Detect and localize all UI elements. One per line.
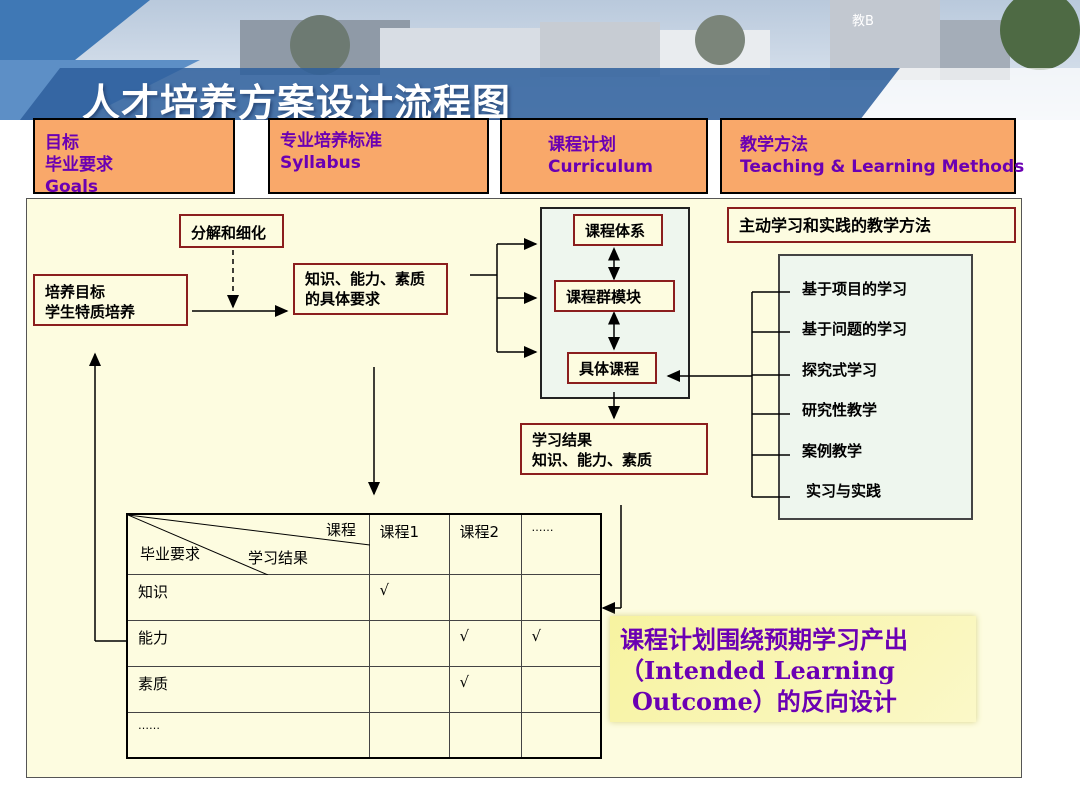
table-cell xyxy=(521,666,601,712)
table-cell: √ xyxy=(449,620,521,666)
methods-title-label: 主动学习和实践的教学方法 xyxy=(739,216,931,235)
table-row: …… xyxy=(127,712,601,758)
row-label: …… xyxy=(127,712,369,758)
callout-line1: 课程计划围绕预期学习产出 xyxy=(620,624,976,655)
learning-outcomes-box: 学习结果 知识、能力、素质 xyxy=(520,423,708,475)
training-goal-label: 培养目标 xyxy=(45,282,186,302)
row-label: 能力 xyxy=(127,620,369,666)
col-header-course1: 课程1 xyxy=(369,514,449,574)
requirements-box: 知识、能力、素质 的具体要求 xyxy=(293,263,448,315)
callout-line2: （Intended Learning xyxy=(620,655,976,686)
col-header-course2: 课程2 xyxy=(449,514,521,574)
method-item: 探究式学习 xyxy=(802,359,877,380)
table-cell xyxy=(449,712,521,758)
course-system-label: 课程体系 xyxy=(585,222,645,240)
method-item: 基于项目的学习 xyxy=(802,278,907,299)
table-row: 素质 √ xyxy=(127,666,601,712)
course-module-box: 课程群模块 xyxy=(554,280,675,312)
callout-line3: Outcome）的反向设计 xyxy=(620,686,976,717)
table-cell: √ xyxy=(521,620,601,666)
outcome-matrix-table: 课程 毕业要求 学习结果 课程1 课程2 …… 知识 √ 能力 √ √ 素质 √… xyxy=(126,513,602,759)
row-label: 素质 xyxy=(127,666,369,712)
table-cell xyxy=(369,712,449,758)
corner-outcome-label: 学习结果 xyxy=(248,547,308,568)
decompose-label: 分解和细化 xyxy=(191,224,266,242)
table-cell xyxy=(449,574,521,620)
requirements-line1: 知识、能力、素质 xyxy=(305,269,446,289)
specific-course-box: 具体课程 xyxy=(567,352,657,384)
table-row: 知识 √ xyxy=(127,574,601,620)
corner-req-label: 毕业要求 xyxy=(140,543,200,564)
table-header-row: 课程 毕业要求 学习结果 课程1 课程2 …… xyxy=(127,514,601,574)
corner-course-label: 课程 xyxy=(326,519,356,540)
method-item: 基于问题的学习 xyxy=(802,318,907,339)
col-header-more: …… xyxy=(521,514,601,574)
table-cell xyxy=(521,712,601,758)
learning-outcomes-label: 学习结果 xyxy=(532,430,706,450)
table-cell xyxy=(369,620,449,666)
specific-course-label: 具体课程 xyxy=(579,360,639,378)
method-item: 案例教学 xyxy=(802,440,862,461)
decompose-box: 分解和细化 xyxy=(179,214,284,248)
course-module-label: 课程群模块 xyxy=(566,288,641,306)
method-item: 实习与实践 xyxy=(806,480,881,501)
table-cell: √ xyxy=(369,574,449,620)
table-cell xyxy=(369,666,449,712)
table-row: 能力 √ √ xyxy=(127,620,601,666)
row-label: 知识 xyxy=(127,574,369,620)
table-cell: √ xyxy=(449,666,521,712)
table-cell xyxy=(521,574,601,620)
course-system-box: 课程体系 xyxy=(573,214,663,246)
training-goal-box: 培养目标 学生特质培养 xyxy=(33,274,188,326)
method-item: 研究性教学 xyxy=(802,399,877,420)
matrix-corner-cell: 课程 毕业要求 学习结果 xyxy=(127,514,369,574)
student-traits-label: 学生特质培养 xyxy=(45,302,186,322)
outcomes-detail-label: 知识、能力、素质 xyxy=(532,450,706,470)
reverse-design-callout: 课程计划围绕预期学习产出 （Intended Learning Outcome）… xyxy=(610,616,976,722)
requirements-line2: 的具体要求 xyxy=(305,289,446,309)
methods-title-box: 主动学习和实践的教学方法 xyxy=(727,207,1016,243)
